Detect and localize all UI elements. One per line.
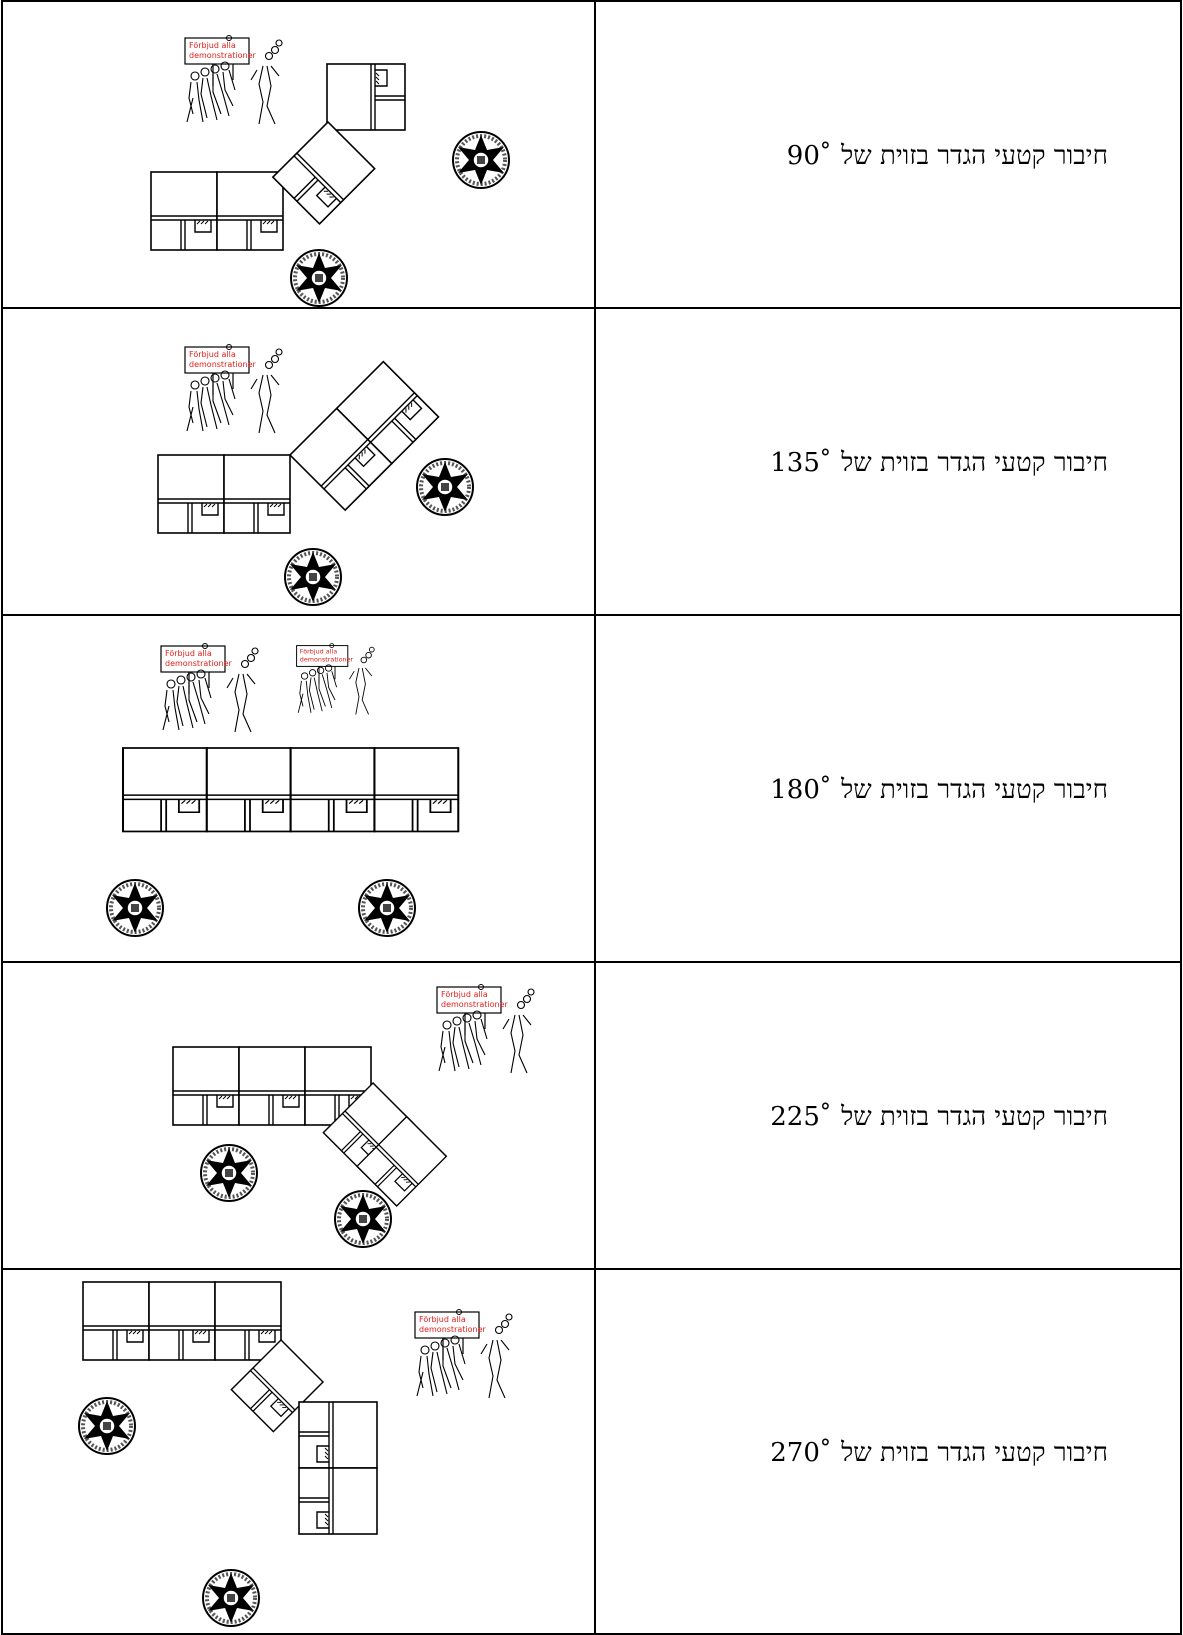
diagram-cell: [3, 616, 596, 961]
police-emblem-icon: [291, 250, 347, 306]
row-caption: חיבור קטעי הגדר בזוית של 225°: [596, 1100, 1180, 1132]
protester-group-icon: [437, 985, 534, 1074]
fence-segment-icon: [273, 122, 375, 224]
fence-diagram-135: [3, 309, 594, 614]
table-row: חיבור קטעי הגדר בזוית של 90°: [1, 0, 1182, 307]
caption-cell: חיבור קטעי הגדר בזוית של 180°: [596, 616, 1180, 961]
police-emblem-icon: [335, 1191, 391, 1247]
fence-diagram-180: [3, 616, 594, 961]
caption-cell: חיבור קטעי הגדר בזוית של 135°: [596, 309, 1180, 614]
table-row: חיבור קטעי הגדר בזוית של 225°: [1, 961, 1182, 1268]
fence-segment-icon: [299, 1402, 377, 1534]
police-emblem-icon: [359, 880, 415, 936]
fence-diagram-225: [3, 963, 594, 1268]
fence-segment-icon: [151, 172, 283, 250]
diagram-cell: [3, 1270, 596, 1633]
row-caption: חיבור קטעי הגדר בזוית של 180°: [596, 773, 1180, 805]
police-emblem-icon: [453, 132, 509, 188]
row-caption: חיבור קטעי הגדר בזוית של 90°: [596, 139, 1180, 171]
table-row: חיבור קטעי הגדר בזוית של 270°: [1, 1268, 1182, 1635]
caption-cell: חיבור קטעי הגדר בזוית של 270°: [596, 1270, 1180, 1633]
fence-diagram-90: [3, 2, 594, 307]
table-row: חיבור קטעי הגדר בזוית של 180°: [1, 614, 1182, 961]
fence-segment-icon: [173, 1047, 371, 1125]
protester-group-icon: [161, 644, 258, 733]
fence-segment-icon: [158, 455, 290, 533]
protester-group-icon: [415, 1310, 512, 1399]
table-row: חיבור קטעי הגדר בזוית של 135°: [1, 307, 1182, 614]
fence-segment-icon: [83, 1282, 281, 1360]
police-emblem-icon: [201, 1145, 257, 1201]
police-emblem-icon: [203, 1570, 259, 1626]
protester-group-icon: [185, 36, 282, 125]
caption-cell: חיבור קטעי הגדר בזוית של 225°: [596, 963, 1180, 1268]
caption-cell: חיבור קטעי הגדר בזוית של 90°: [596, 2, 1180, 307]
fence-segment-icon: [327, 64, 405, 130]
fence-segment-icon: [123, 748, 458, 831]
police-emblem-icon: [79, 1398, 135, 1454]
diagram-cell: [3, 963, 596, 1268]
police-emblem-icon: [107, 880, 163, 936]
protester-group-icon: [297, 644, 375, 715]
diagram-cell: [3, 2, 596, 307]
police-emblem-icon: [285, 549, 341, 605]
police-emblem-icon: [417, 459, 473, 515]
fence-diagram-270: [3, 1270, 594, 1633]
row-caption: חיבור קטעי הגדר בזוית של 270°: [596, 1436, 1180, 1468]
row-caption: חיבור קטעי הגדר בזוית של 135°: [596, 446, 1180, 478]
diagram-cell: [3, 309, 596, 614]
protester-group-icon: [185, 345, 282, 434]
